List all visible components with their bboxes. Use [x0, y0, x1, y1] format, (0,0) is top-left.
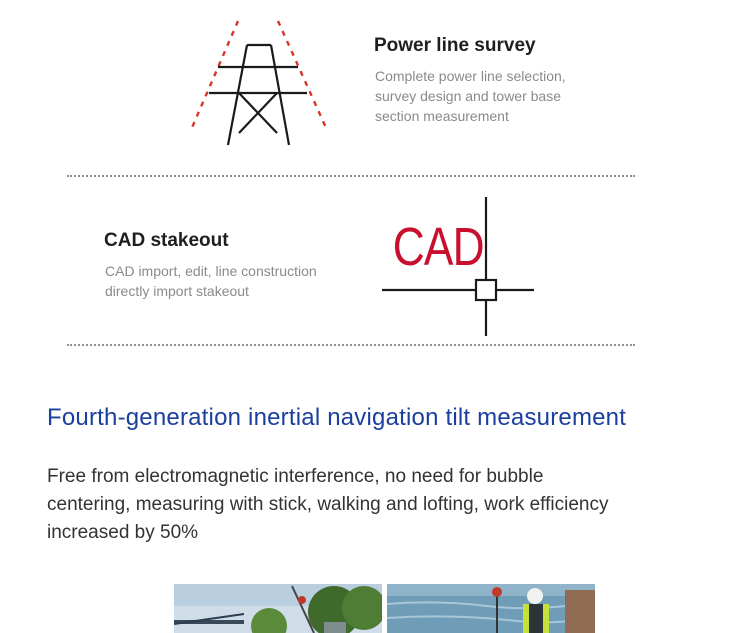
cad-stakeout-feature: CAD stakeout CAD import, edit, line cons…	[0, 180, 750, 340]
description-line: directly import stakeout	[105, 283, 249, 299]
power-tower-icon	[189, 20, 329, 146]
description-line: survey design and tower base	[375, 88, 561, 104]
description-line: CAD import, edit, line construction	[105, 263, 317, 279]
description-line: Complete power line selection,	[375, 68, 566, 84]
dotted-divider	[67, 175, 635, 177]
feature-title: CAD stakeout	[104, 230, 229, 251]
field-photo-left	[174, 584, 382, 633]
dotted-divider	[67, 344, 635, 346]
field-photo-right	[387, 584, 595, 633]
feature-title: Power line survey	[374, 35, 536, 56]
feature-description: Complete power line selection, survey de…	[375, 66, 566, 126]
body-line: Free from electromagnetic interference, …	[47, 466, 544, 487]
section-body: Free from electromagnetic interference, …	[47, 463, 727, 547]
cad-crosshair-icon: CAD	[382, 197, 534, 336]
description-line: section measurement	[375, 108, 509, 124]
body-line: centering, measuring with stick, walking…	[47, 494, 609, 515]
body-line: increased by 50%	[47, 522, 199, 543]
power-line-feature: Power line survey Complete power line se…	[0, 0, 750, 170]
section-heading: Fourth-generation inertial navigation ti…	[47, 404, 627, 431]
cad-icon-label: CAD	[393, 217, 484, 277]
feature-description: CAD import, edit, line construction dire…	[105, 261, 317, 301]
